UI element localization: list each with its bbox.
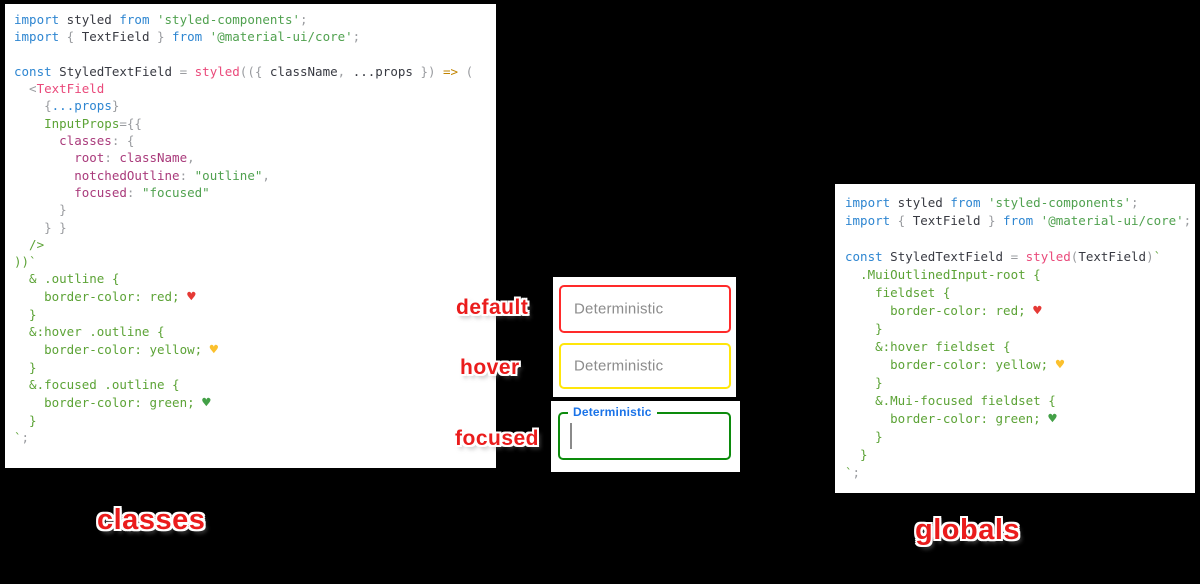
textfield-focused-panel: Deterministic — [551, 401, 740, 472]
code-line: } — [14, 307, 37, 323]
code-line: } — [845, 447, 868, 462]
classes-caption: classes — [97, 504, 206, 536]
classes-code-panel: import styled from 'styled-components'; i… — [5, 4, 496, 468]
code-line: import { TextField } from '@material-ui/… — [14, 29, 361, 45]
code-line: } — [14, 202, 67, 218]
code-line: } — [845, 375, 883, 390]
text-caret — [570, 423, 572, 449]
code-line: focused: "focused" — [14, 184, 210, 200]
code-line — [14, 46, 496, 63]
code-line: {...props} — [14, 98, 120, 114]
focused-state-label: focused — [455, 427, 540, 450]
code-line: root: className, — [14, 150, 195, 166]
hover-state-label: hover — [460, 356, 520, 379]
code-line: `; — [845, 465, 861, 480]
textfield-default-placeholder: Deterministic — [574, 300, 664, 318]
code-line: } — [845, 429, 883, 444]
code-line: & .outline { — [14, 271, 120, 287]
code-line: border-color: green; ♥ — [845, 411, 1057, 427]
code-line: fieldset { — [845, 285, 951, 300]
code-line: &:hover .outline { — [14, 324, 165, 340]
code-line: const StyledTextField = styled(TextField… — [845, 249, 1162, 264]
code-line: .MuiOutlinedInput-root { — [845, 267, 1041, 282]
code-line: border-color: yellow; ♥ — [14, 341, 219, 358]
textfield-hover-placeholder: Deterministic — [574, 357, 664, 375]
code-line: const StyledTextField = styled(({ classN… — [14, 63, 474, 79]
code-line: &.Mui-focused fieldset { — [845, 393, 1056, 408]
code-line: border-color: yellow; ♥ — [845, 357, 1065, 373]
code-line: border-color: red; ♥ — [845, 303, 1042, 319]
code-line — [845, 230, 1195, 248]
code-line: InputProps={{ — [14, 115, 142, 131]
code-line: import styled from 'styled-components'; — [14, 12, 308, 27]
code-line: } — [845, 321, 883, 336]
globals-caption: globals — [915, 514, 1021, 546]
code-line: } — [14, 359, 37, 375]
code-line: import styled from 'styled-components'; — [845, 195, 1139, 210]
code-line: notchedOutline: "outline", — [14, 167, 270, 183]
code-line: classes: { — [14, 133, 135, 149]
code-line: /> — [14, 236, 45, 252]
code-line: &.focused .outline { — [14, 377, 180, 393]
textfield-focused[interactable]: Deterministic — [558, 405, 731, 460]
code-line: import { TextField } from '@material-ui/… — [845, 213, 1192, 228]
textfield-hover[interactable]: Deterministic — [559, 343, 731, 389]
textfield-focused-label: Deterministic — [568, 405, 657, 419]
default-state-label: default — [456, 296, 529, 319]
globals-code-panel: import styled from 'styled-components'; i… — [835, 184, 1195, 493]
code-line: } — [14, 412, 37, 428]
code-line: border-color: red; ♥ — [14, 288, 196, 305]
code-line: border-color: green; ♥ — [14, 394, 211, 411]
textfield-default[interactable]: Deterministic — [559, 285, 731, 333]
code-line: ))` — [14, 254, 37, 270]
code-line: `; — [14, 430, 30, 446]
code-line: &:hover fieldset { — [845, 339, 1011, 354]
code-line: <TextField — [14, 81, 105, 97]
textfield-demo-panel: Deterministic Deterministic — [553, 277, 736, 397]
code-line: } } — [14, 219, 67, 235]
